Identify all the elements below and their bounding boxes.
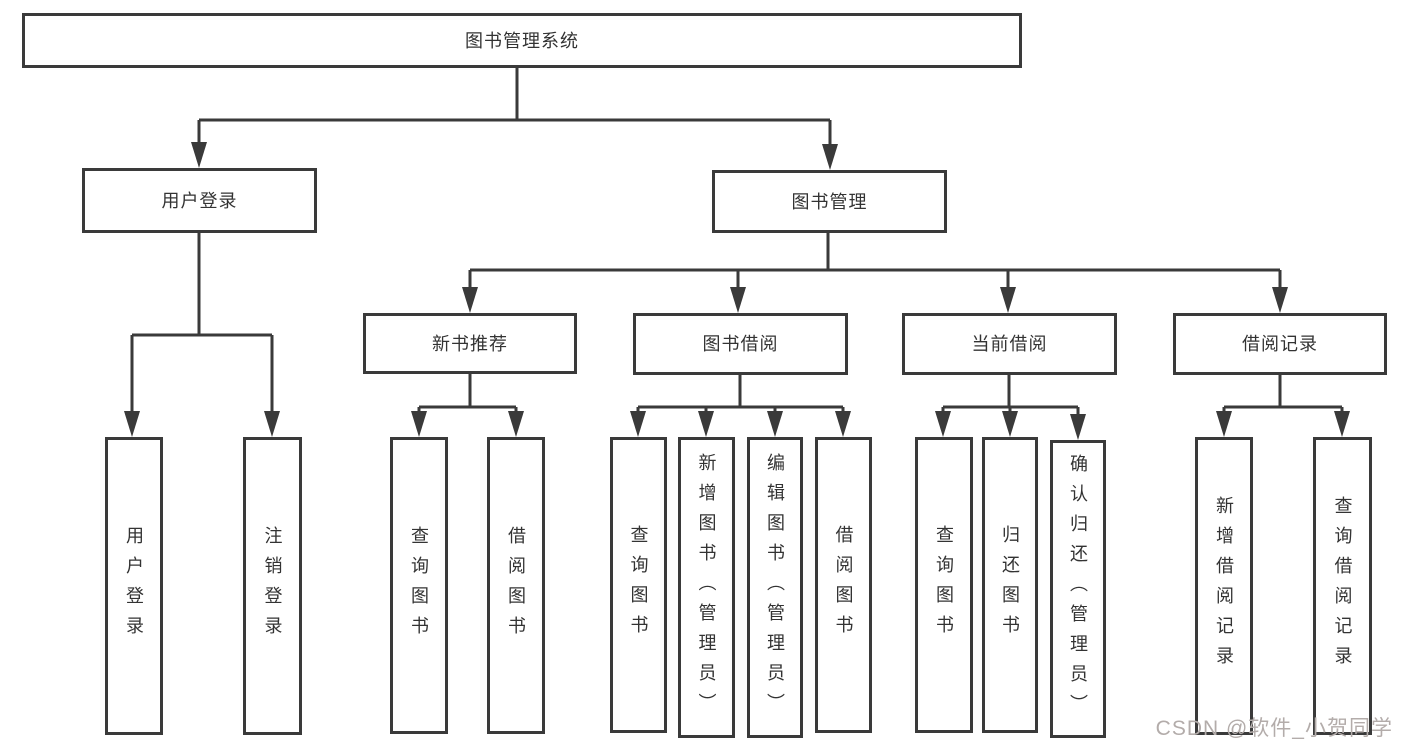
node-label: 查询图书	[934, 525, 954, 645]
arrowhead	[822, 144, 838, 170]
node-label: 查询借阅记录	[1332, 496, 1353, 676]
node-label: 新书推荐	[432, 333, 508, 354]
node-label: 借阅记录	[1242, 334, 1318, 354]
arrowhead	[264, 411, 280, 437]
node-label: 新增图书（管理员）	[696, 452, 717, 723]
arrowhead	[767, 411, 783, 437]
arrowhead	[508, 411, 524, 437]
leaf-query-book-borrowing: 查询图书	[610, 437, 667, 733]
node-label: 借阅图书	[506, 525, 526, 646]
arrowhead	[935, 411, 951, 437]
node-label: 注销登录	[262, 526, 283, 646]
leaf-logout: 注销登录	[243, 437, 302, 735]
arrowhead	[1272, 287, 1288, 313]
arrowhead	[1000, 287, 1016, 313]
node-book-borrowing: 图书借阅	[633, 313, 848, 375]
leaf-edit-book-admin: 编辑图书（管理员）	[747, 437, 803, 738]
node-label: 新增借阅记录	[1214, 496, 1234, 676]
arrowhead	[1002, 411, 1018, 437]
arrowhead	[835, 411, 851, 437]
leaf-borrow-book-borrowing: 借阅图书	[815, 437, 872, 733]
node-book-management: 图书管理	[712, 170, 947, 233]
arrowhead-group	[124, 142, 1350, 440]
leaf-add-borrow-record: 新增借阅记录	[1195, 437, 1253, 735]
node-current-borrowing: 当前借阅	[902, 313, 1117, 375]
arrowhead	[698, 411, 714, 437]
connector-path	[130, 68, 1344, 416]
node-borrow-records: 借阅记录	[1173, 313, 1387, 375]
node-label: 用户登录	[124, 526, 144, 646]
leaf-user-login: 用户登录	[105, 437, 163, 735]
arrowhead	[1334, 411, 1350, 437]
node-new-book-recommend: 新书推荐	[363, 313, 577, 374]
node-label: 编辑图书（管理员）	[765, 452, 785, 723]
leaf-return-book: 归还图书	[982, 437, 1038, 733]
node-label: 用户登录	[161, 190, 238, 211]
arrowhead	[730, 287, 746, 313]
leaf-query-borrow-record: 查询借阅记录	[1313, 437, 1372, 735]
leaf-confirm-return-admin: 确认归还（管理员）	[1050, 440, 1106, 738]
node-system-root: 图书管理系统	[22, 13, 1022, 68]
node-label: 当前借阅	[971, 334, 1048, 354]
arrowhead	[462, 287, 478, 313]
arrowhead	[191, 142, 207, 168]
node-label: 查询图书	[409, 525, 429, 646]
arrowhead	[411, 411, 427, 437]
node-label: 确认归还（管理员）	[1068, 454, 1088, 724]
leaf-query-book-recommend: 查询图书	[390, 437, 448, 734]
arrowhead	[1216, 411, 1232, 437]
node-user-login: 用户登录	[82, 168, 317, 233]
arrowhead	[124, 411, 140, 437]
leaf-add-book-admin: 新增图书（管理员）	[678, 437, 735, 738]
node-label: 图书借阅	[702, 334, 779, 354]
node-label: 图书管理	[791, 191, 868, 212]
node-label: 图书管理系统	[465, 30, 579, 51]
node-label: 借阅图书	[833, 525, 854, 645]
node-label: 查询图书	[628, 525, 649, 645]
leaf-query-book-current: 查询图书	[915, 437, 973, 733]
arrowhead	[1070, 414, 1086, 440]
arrowhead	[630, 411, 646, 437]
node-label: 归还图书	[1000, 525, 1020, 645]
watermark: CSDN @软件_小贺同学	[1155, 717, 1393, 740]
leaf-borrow-book-recommend: 借阅图书	[487, 437, 545, 734]
